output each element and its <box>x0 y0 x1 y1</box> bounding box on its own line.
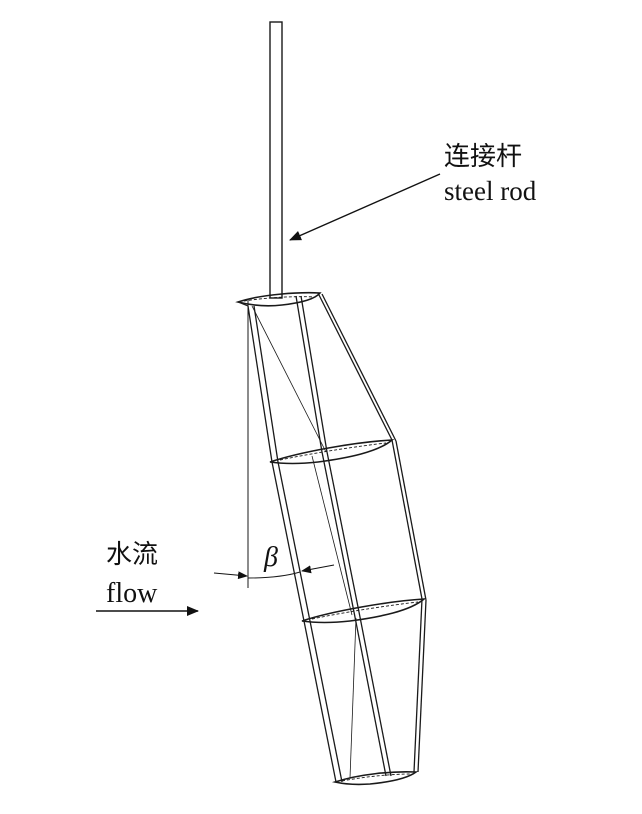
flow-label-cn: 水流 <box>106 540 158 570</box>
top-frame <box>235 291 322 307</box>
beta-arc <box>247 571 301 579</box>
diagonal-braces <box>251 305 357 779</box>
steel-rod-label-en: steel rod <box>444 176 537 206</box>
flow-label-en: flow <box>106 578 158 609</box>
cage-members <box>247 292 427 783</box>
beta-arrow-right <box>301 564 335 574</box>
beta-angle-label: β <box>263 542 278 573</box>
bottom-frame <box>331 771 419 786</box>
steel-rod <box>269 21 283 299</box>
steel-rod-label-cn: 连接杆 <box>444 142 522 172</box>
middle-frame-upper <box>269 439 395 465</box>
beta-arrow-left <box>213 571 248 580</box>
rod-label-arrow <box>289 173 441 241</box>
middle-frame-lower <box>301 598 427 624</box>
